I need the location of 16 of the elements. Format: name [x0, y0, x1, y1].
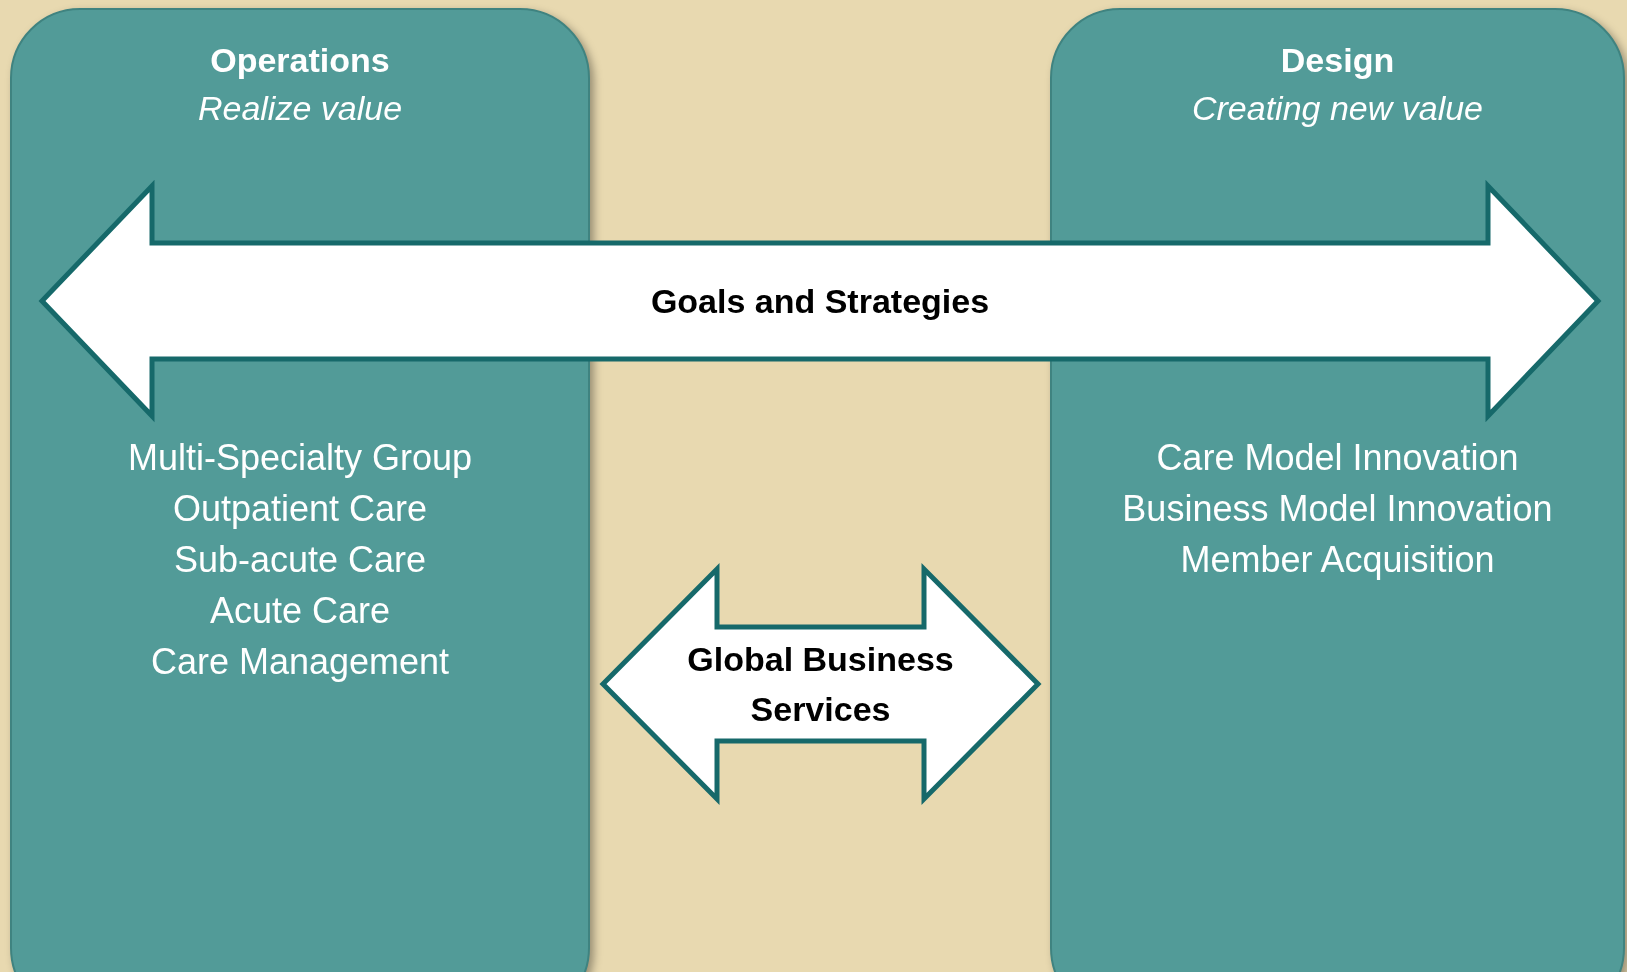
- panel-subtitle: Realize value: [197, 88, 403, 129]
- panel-heading: Design: [1280, 40, 1395, 81]
- panel-subtitle: Creating new value: [1191, 88, 1484, 129]
- list-item: Acute Care: [209, 589, 391, 633]
- list-item: Business Model Innovation: [1122, 487, 1553, 531]
- double-block-arrow: [599, 562, 1042, 806]
- list-item: Member Acquisition: [1180, 538, 1495, 582]
- list-item: Outpatient Care: [172, 487, 428, 531]
- list-item: Sub-acute Care: [173, 538, 427, 582]
- list-item: Care Management: [150, 640, 450, 684]
- panel-heading: Operations: [210, 40, 390, 81]
- list-item: Multi-Specialty Group: [127, 436, 473, 480]
- edge-label: Goals and Strategies: [649, 281, 991, 322]
- list-item: Care Model Innovation: [1156, 436, 1519, 480]
- edge-label: Global Business Services: [686, 639, 955, 730]
- double-block-arrow: [38, 179, 1602, 423]
